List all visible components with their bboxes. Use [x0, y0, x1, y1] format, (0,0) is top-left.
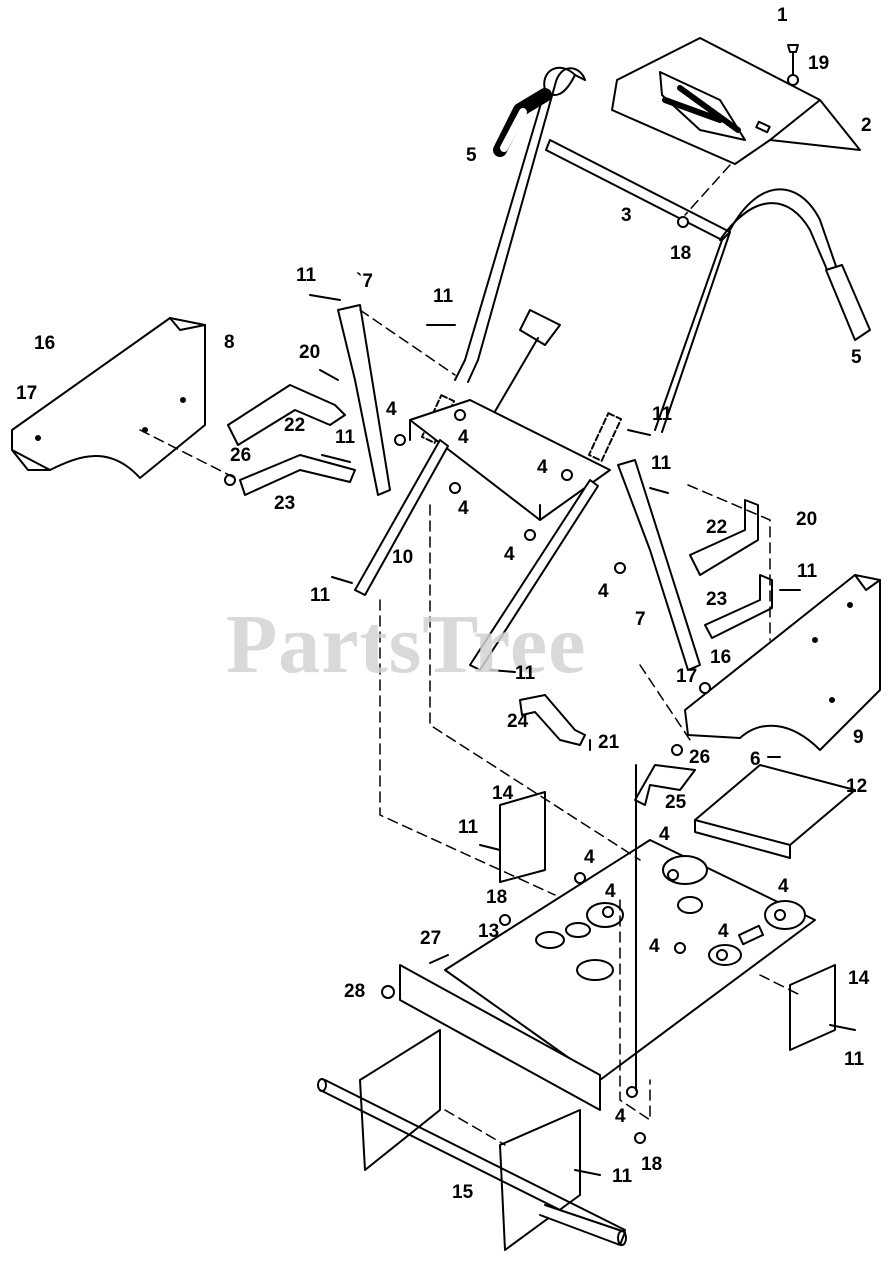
watermark: PartsTree — [226, 598, 587, 691]
callout-18-mid: 18 — [486, 887, 508, 908]
dashed-leader-lines — [139, 164, 801, 1146]
callout-7-right: 7 — [635, 609, 646, 630]
right-lever — [617, 459, 701, 671]
callout-4-l: 4 — [649, 936, 660, 957]
callout-14-right: 14 — [848, 968, 870, 989]
brackets-left — [227, 384, 356, 496]
callout-19: 19 — [808, 53, 830, 74]
callout-18-top: 18 — [670, 243, 692, 264]
right-side-shield — [684, 574, 881, 751]
callout-11-h: 11 — [515, 663, 536, 684]
callout-4-b: 4 — [458, 427, 469, 448]
callout-4-j: 4 — [605, 881, 616, 902]
rod-right — [469, 479, 599, 671]
callout-11-i: 11 — [458, 817, 479, 838]
callout-22-left: 22 — [284, 415, 306, 436]
callout-5-top: 5 — [466, 145, 477, 166]
callout-6: 6 — [750, 749, 761, 770]
callout-4-g: 4 — [659, 824, 670, 845]
top-shield-plate — [611, 37, 861, 165]
rod-left — [354, 439, 449, 596]
hardware — [224, 44, 856, 1176]
callout-16-right: 16 — [710, 647, 732, 668]
left-lever — [337, 304, 391, 496]
side-plate-right — [789, 964, 836, 1051]
callout-21: 21 — [598, 732, 620, 753]
callout-9: 9 — [853, 727, 864, 748]
callout-16-left: 16 — [34, 333, 56, 354]
callout-11-j: 11 — [844, 1049, 865, 1070]
callout-11-c: 11 — [335, 427, 356, 448]
bracket-24 — [519, 694, 586, 746]
callout-4-c: 4 — [537, 457, 548, 478]
brackets-right — [689, 499, 773, 639]
callout-23-left: 23 — [274, 493, 296, 514]
callout-11-g: 11 — [797, 561, 818, 582]
callout-24: 24 — [507, 711, 529, 732]
plate-12 — [694, 764, 856, 859]
callout-10: 10 — [392, 547, 414, 568]
callout-1: 1 — [777, 5, 788, 26]
callout-26-right: 26 — [689, 747, 711, 768]
callout-20-left: 20 — [299, 342, 321, 363]
callout-14-left: 14 — [492, 783, 514, 804]
axle-assembly — [317, 1029, 627, 1251]
callout-4-a: 4 — [386, 399, 397, 420]
callout-2: 2 — [861, 115, 872, 136]
callout-8: 8 — [224, 332, 235, 353]
callout-11-b: 11 — [433, 286, 454, 307]
callout-17-right: 17 — [676, 666, 698, 687]
side-plate-left — [499, 791, 546, 883]
callout-5-right: 5 — [851, 347, 862, 368]
callout-4-k: 4 — [718, 921, 729, 942]
callout-11-e: 11 — [651, 453, 672, 474]
callout-27: 27 — [420, 928, 442, 949]
callout-4-d: 4 — [458, 498, 469, 519]
callout-11-f: 11 — [310, 585, 331, 606]
callout-12: 12 — [846, 776, 868, 797]
callout-4-m: 4 — [615, 1106, 626, 1127]
callout-13: 13 — [478, 921, 500, 942]
callout-25: 25 — [665, 792, 687, 813]
callout-7-left: `7 — [356, 271, 373, 292]
callout-17-left: 17 — [16, 383, 38, 404]
callout-28: 28 — [344, 981, 366, 1002]
callout-15: 15 — [452, 1182, 474, 1203]
handle-frame — [420, 66, 871, 462]
callout-11-d: 11 — [652, 404, 673, 425]
callout-18-bottom: 18 — [641, 1154, 663, 1175]
bracket-25 — [634, 764, 696, 806]
callout-11-k: 11 — [612, 1166, 633, 1187]
callout-3: 3 — [621, 205, 632, 226]
callout-23-right: 23 — [706, 589, 728, 610]
callout-4-e: 4 — [504, 544, 515, 565]
callout-11-a: 11 — [296, 265, 317, 286]
callout-4-f: 4 — [598, 581, 609, 602]
callout-26-left: 26 — [230, 445, 252, 466]
callout-22-right: 22 — [706, 517, 728, 538]
callout-20-right: 20 — [796, 509, 818, 530]
callout-4-h: 4 — [584, 847, 595, 868]
center-bracket — [409, 309, 611, 521]
callout-4-i: 4 — [778, 876, 789, 897]
